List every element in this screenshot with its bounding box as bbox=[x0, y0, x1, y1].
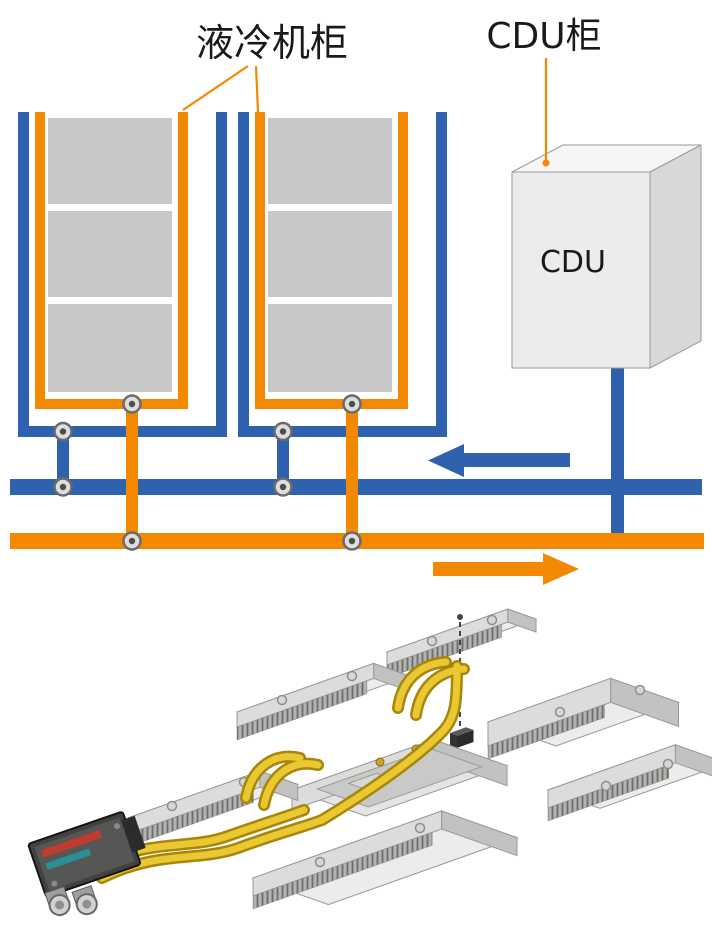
valve-couplings bbox=[53, 394, 362, 551]
server-rack-section bbox=[48, 118, 172, 204]
standoff-post bbox=[426, 635, 438, 647]
module-front-face bbox=[252, 810, 443, 897]
standoff-post bbox=[276, 694, 288, 706]
heatsink-fins bbox=[236, 680, 368, 741]
server-module bbox=[251, 810, 519, 910]
cdu-box-front-face bbox=[511, 171, 651, 369]
liquid-cooled-cabinet-2 bbox=[238, 112, 447, 483]
coolant-hose bbox=[98, 816, 326, 882]
quick-connector bbox=[27, 811, 146, 917]
standoff-post bbox=[414, 822, 426, 834]
standoff-post bbox=[662, 758, 674, 770]
server-rack-section bbox=[268, 211, 392, 297]
cdu-box: CDU bbox=[511, 144, 702, 369]
connector-bolt bbox=[51, 880, 58, 887]
server-rack-section bbox=[268, 304, 392, 392]
cold-drop-pipe bbox=[277, 437, 289, 483]
module-front-face bbox=[386, 608, 509, 666]
cdu-box-side-face bbox=[649, 144, 702, 369]
cdu-callout: CDU柜 bbox=[486, 16, 602, 167]
hose-jumper bbox=[260, 760, 322, 809]
server-module bbox=[486, 677, 680, 760]
server-rack-section bbox=[48, 211, 172, 297]
valve-icon bbox=[122, 394, 142, 414]
server-module bbox=[385, 608, 538, 679]
red-stripe bbox=[40, 830, 102, 858]
valve-icon bbox=[53, 477, 73, 497]
warm-pipe-left bbox=[255, 112, 265, 409]
cold-plate-tray bbox=[290, 738, 509, 817]
standoff-post bbox=[600, 780, 612, 792]
coolant-port-icon bbox=[55, 900, 65, 910]
module-front-face bbox=[547, 744, 676, 809]
cold-pipe-left bbox=[238, 112, 249, 437]
valve-icon bbox=[273, 477, 293, 497]
hose-jumper bbox=[242, 753, 304, 802]
standoff-post bbox=[554, 706, 566, 718]
warm-pipe-bottom bbox=[35, 399, 188, 409]
standoff-post bbox=[346, 670, 358, 682]
cold-pipe-right bbox=[436, 112, 447, 437]
insertion-indicator bbox=[450, 614, 474, 748]
cold-drop-pipe bbox=[57, 437, 69, 483]
cold-pipe-bottom bbox=[238, 426, 447, 437]
warm-drop-pipes bbox=[126, 409, 358, 541]
hose-jumper bbox=[394, 658, 450, 712]
warm-pipe-right bbox=[398, 112, 408, 409]
hose-connector-block bbox=[450, 727, 474, 736]
gold-screw bbox=[375, 757, 385, 767]
coolant-hose bbox=[318, 662, 461, 824]
module-front-face bbox=[236, 662, 375, 728]
screw-dot bbox=[457, 614, 463, 620]
server-rack-section bbox=[48, 304, 172, 392]
valve-icon bbox=[342, 531, 362, 551]
flow-arrow-left-icon bbox=[428, 444, 570, 477]
module-front-face bbox=[487, 677, 612, 747]
server-module bbox=[546, 744, 712, 822]
standoff-post bbox=[166, 800, 178, 812]
standoff-post bbox=[634, 684, 646, 696]
cold-pipe-bottom bbox=[18, 426, 227, 437]
teal-stripe bbox=[45, 848, 92, 871]
liquid-cooled-cabinet-1 bbox=[18, 112, 227, 483]
heatsink-fins bbox=[547, 764, 669, 822]
hose-connector-block bbox=[457, 730, 474, 748]
cold-pipe-right bbox=[216, 112, 227, 437]
server-module bbox=[235, 662, 411, 741]
cdu-riser-pipe bbox=[611, 368, 624, 541]
connector-bolt bbox=[114, 823, 121, 830]
valve-icon bbox=[342, 394, 362, 414]
standoff-post bbox=[314, 856, 326, 868]
warm-drop-pipe bbox=[346, 409, 358, 541]
flow-arrow-right-icon bbox=[433, 553, 579, 585]
valve-icon bbox=[273, 421, 293, 442]
server-rack-section bbox=[268, 118, 392, 204]
warm-drop-pipe bbox=[126, 409, 138, 541]
callout-leader-dot bbox=[542, 159, 550, 167]
warm-pipe-left bbox=[35, 112, 45, 409]
cold-pipe-left bbox=[18, 112, 29, 437]
standoff-post bbox=[486, 614, 498, 626]
cdu-callout-label: CDU柜 bbox=[486, 16, 601, 57]
cabinet-callout-label: 液冷机柜 bbox=[196, 21, 348, 65]
callout-leader-line bbox=[254, 65, 260, 113]
cdu-box-label: CDU bbox=[540, 245, 606, 280]
callout-leader-line bbox=[182, 65, 249, 111]
hose-connector-block bbox=[450, 733, 458, 748]
hose-jumper bbox=[412, 665, 468, 719]
valve-icon bbox=[122, 531, 142, 551]
heatsink-fins bbox=[252, 831, 433, 910]
coolant-port-icon bbox=[82, 899, 92, 909]
hose-outlet-block bbox=[121, 815, 146, 853]
valve-icon bbox=[53, 421, 73, 442]
warm-pipe-right bbox=[178, 112, 188, 409]
module-side-face bbox=[507, 608, 537, 633]
warm-pipe-bottom bbox=[255, 399, 408, 409]
cabinet-callout: 液冷机柜 bbox=[182, 21, 348, 113]
heatsink-fins bbox=[487, 704, 605, 760]
